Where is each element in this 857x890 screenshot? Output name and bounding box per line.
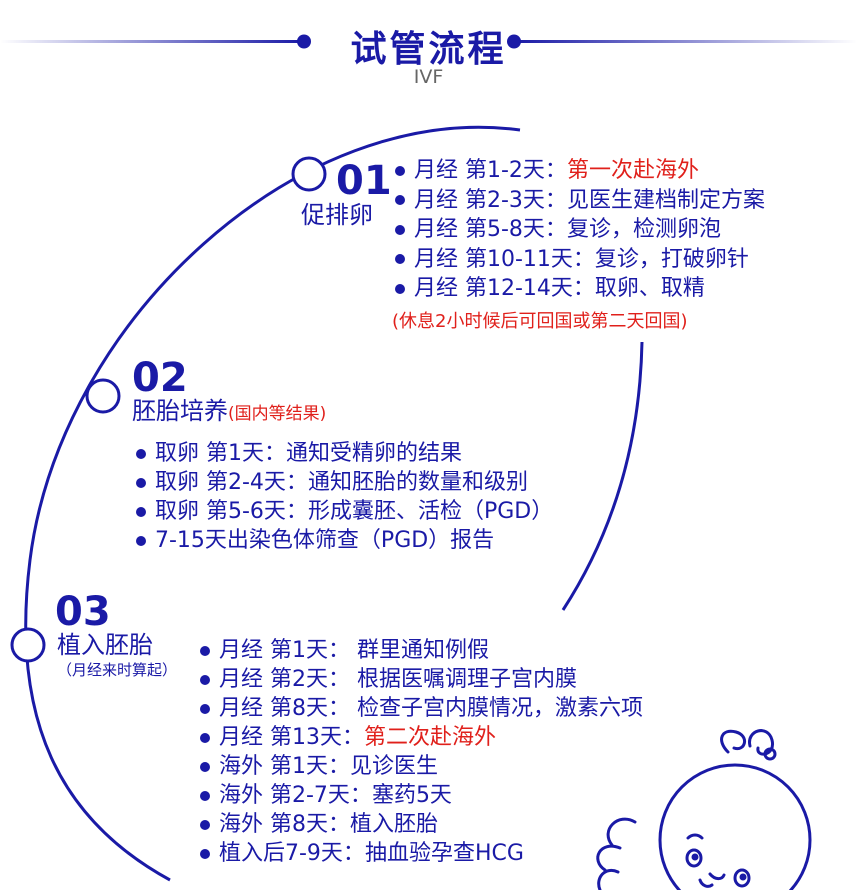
list-item: 7-15天出染色体筛查（PGD）报告	[135, 526, 553, 555]
step-2-number: 02	[132, 358, 188, 398]
item-label: 月经 第12-14天：	[414, 276, 595, 301]
step-2-heading: 胚胎培养(国内等结果)	[132, 399, 326, 424]
item-value: 群里通知例假	[350, 638, 489, 663]
item-value: 取卵、取精	[595, 276, 705, 301]
item-label: 月经 第5-8天：	[414, 217, 567, 242]
list-item: 海外 第1天：见诊医生	[199, 752, 643, 781]
item-value: 根据医嘱调理子宫内膜	[350, 667, 577, 692]
list-item: 植入后7-9天：抽血验孕查HCG	[199, 839, 643, 868]
step-2-note: (国内等结果)	[228, 404, 326, 424]
item-label: 海外 第8天：	[219, 812, 350, 837]
step-3-node-icon	[12, 629, 44, 661]
list-item: 取卵 第5-6天：形成囊胚、活检（PGD）	[135, 497, 553, 526]
list-item: 月经 第13天：第二次赴海外	[199, 723, 643, 752]
step-3-list: 月经 第1天： 群里通知例假 月经 第2天： 根据医嘱调理子宫内膜 月经 第8天…	[199, 636, 643, 868]
step-1-number: 01	[336, 161, 392, 201]
step-1-list: 月经 第1-2天：第一次赴海外 月经 第2-3天：见医生建档制定方案 月经 第5…	[394, 156, 765, 304]
list-item: 月经 第5-8天：复诊，检测卵泡	[394, 215, 765, 245]
item-value: 抽血验孕查HCG	[365, 841, 524, 866]
step-3-number: 03	[55, 592, 111, 632]
list-item: 海外 第2-7天：塞药5天	[199, 781, 643, 810]
list-item: 海外 第8天：植入胚胎	[199, 810, 643, 839]
item-label: 月经 第13天：	[219, 725, 364, 750]
item-value: 复诊，打破卵针	[595, 247, 749, 272]
item-label: 海外 第1天：	[219, 754, 350, 779]
item-label: 月经 第10-11天：	[414, 247, 595, 272]
item-label: 取卵 第5-6天：	[155, 499, 308, 524]
list-item: 月经 第12-14天：取卵、取精	[394, 274, 765, 304]
item-value: 见诊医生	[350, 754, 438, 779]
list-item: 取卵 第2-4天：通知胚胎的数量和级别	[135, 468, 553, 497]
step-1-footnote: (休息2小时候后可回国或第二天回国)	[392, 307, 688, 333]
flow-curve-right	[563, 342, 642, 610]
list-item: 月经 第1天： 群里通知例假	[199, 636, 643, 665]
item-value: 见医生建档制定方案	[567, 188, 765, 213]
step-2-title: 胚胎培养	[132, 397, 228, 425]
item-value: 形成囊胚、活检（PGD）	[308, 499, 553, 524]
list-item: 月经 第2-3天：见医生建档制定方案	[394, 186, 765, 216]
page-subtitle: IVF	[0, 66, 857, 88]
list-item: 取卵 第1天：通知受精卵的结果	[135, 439, 553, 468]
item-label: 月经 第2-3天：	[414, 188, 567, 213]
item-value: 塞药5天	[372, 783, 452, 808]
item-label: 取卵 第1天：	[155, 441, 286, 466]
step-1-node-icon	[293, 158, 325, 190]
item-value: 复诊，检测卵泡	[567, 217, 721, 242]
item-label: 月经 第8天：	[219, 696, 350, 721]
step-1-title: 促排卵	[301, 203, 373, 227]
list-item: 月经 第8天： 检查子宫内膜情况，激素六项	[199, 694, 643, 723]
item-value: 7-15天出染色体筛查（PGD）报告	[155, 528, 494, 553]
item-value: 植入胚胎	[350, 812, 438, 837]
step-2-node-icon	[87, 380, 119, 412]
step-3-title: 植入胚胎	[57, 633, 153, 657]
item-value: 通知受精卵的结果	[286, 441, 462, 466]
item-value: 第一次赴海外	[567, 158, 699, 183]
step-3-subtitle: （月经来时算起）	[57, 659, 177, 680]
item-value: 检查子宫内膜情况，激素六项	[350, 696, 643, 721]
item-label: 月经 第1-2天：	[414, 158, 567, 183]
item-value: 第二次赴海外	[364, 725, 496, 750]
list-item: 月经 第10-11天：复诊，打破卵针	[394, 245, 765, 275]
item-value: 通知胚胎的数量和级别	[308, 470, 528, 495]
item-label: 月经 第2天：	[219, 667, 350, 692]
step-2-list: 取卵 第1天：通知受精卵的结果 取卵 第2-4天：通知胚胎的数量和级别 取卵 第…	[135, 439, 553, 555]
page-title: 试管流程	[0, 20, 857, 72]
list-item: 月经 第2天： 根据医嘱调理子宫内膜	[199, 665, 643, 694]
item-label: 海外 第2-7天：	[219, 783, 372, 808]
item-label: 取卵 第2-4天：	[155, 470, 308, 495]
item-label: 月经 第1天：	[219, 638, 350, 663]
list-item: 月经 第1-2天：第一次赴海外	[394, 156, 765, 186]
item-label: 植入后7-9天：	[219, 841, 365, 866]
